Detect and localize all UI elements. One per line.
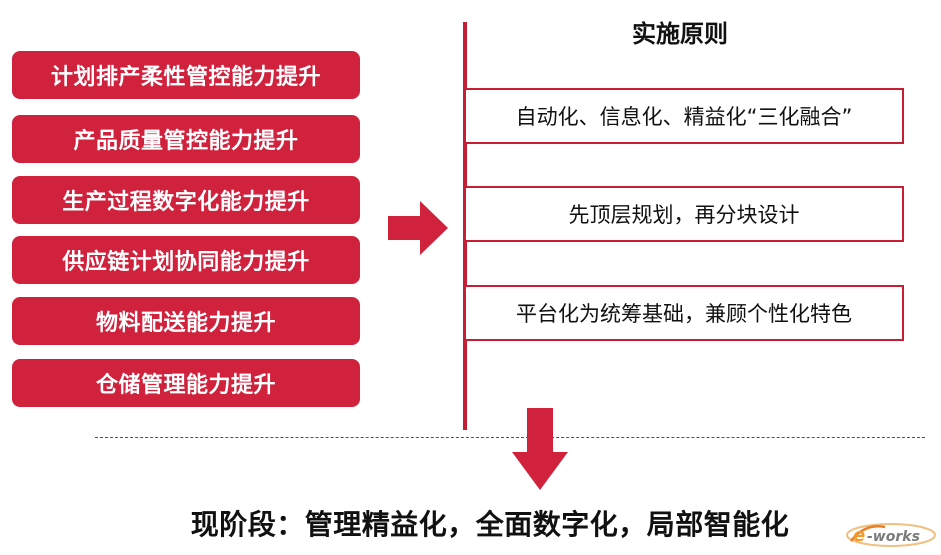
capability-item-6: 仓储管理能力提升 (12, 359, 360, 407)
arrow-down-icon (512, 408, 568, 490)
conclusion-text: 现阶段：管理精益化，全面数字化，局部智能化 (190, 508, 790, 541)
capability-item-5: 物料配送能力提升 (12, 297, 360, 345)
principle-item-3: 平台化为统筹基础，兼顾个性化特色 (466, 285, 904, 341)
svg-text:e: e (853, 525, 865, 546)
dashed-separator (95, 437, 925, 438)
arrow-right-icon (388, 201, 448, 255)
principles-vertical-line (463, 22, 467, 430)
capability-item-1: 计划排产柔性管控能力提升 (12, 51, 360, 99)
capability-item-4: 供应链计划协同能力提升 (12, 236, 360, 284)
e-works-logo-icon: e -works (846, 523, 936, 547)
principle-item-2: 先顶层规划，再分块设计 (466, 186, 904, 242)
principles-title: 实施原则 (632, 20, 728, 48)
capability-item-3: 生产过程数字化能力提升 (12, 176, 360, 224)
svg-text:-works: -works (867, 529, 920, 545)
capability-item-2: 产品质量管控能力提升 (12, 115, 360, 163)
principle-item-1: 自动化、信息化、精益化“三化融合” (466, 88, 904, 144)
